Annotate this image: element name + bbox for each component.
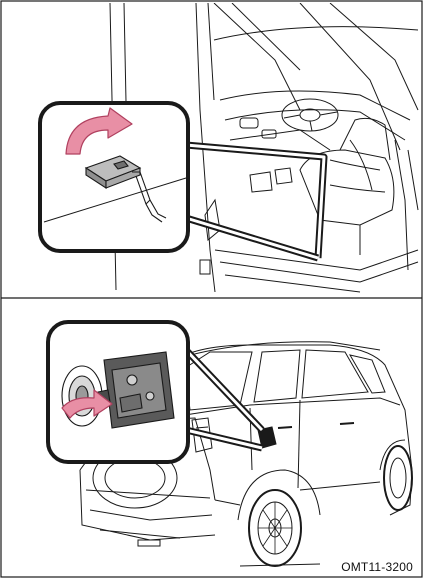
- figure-code: OMT11-3200: [341, 560, 413, 574]
- bottom-callout-box: [48, 322, 188, 462]
- top-callout-box: [40, 103, 188, 251]
